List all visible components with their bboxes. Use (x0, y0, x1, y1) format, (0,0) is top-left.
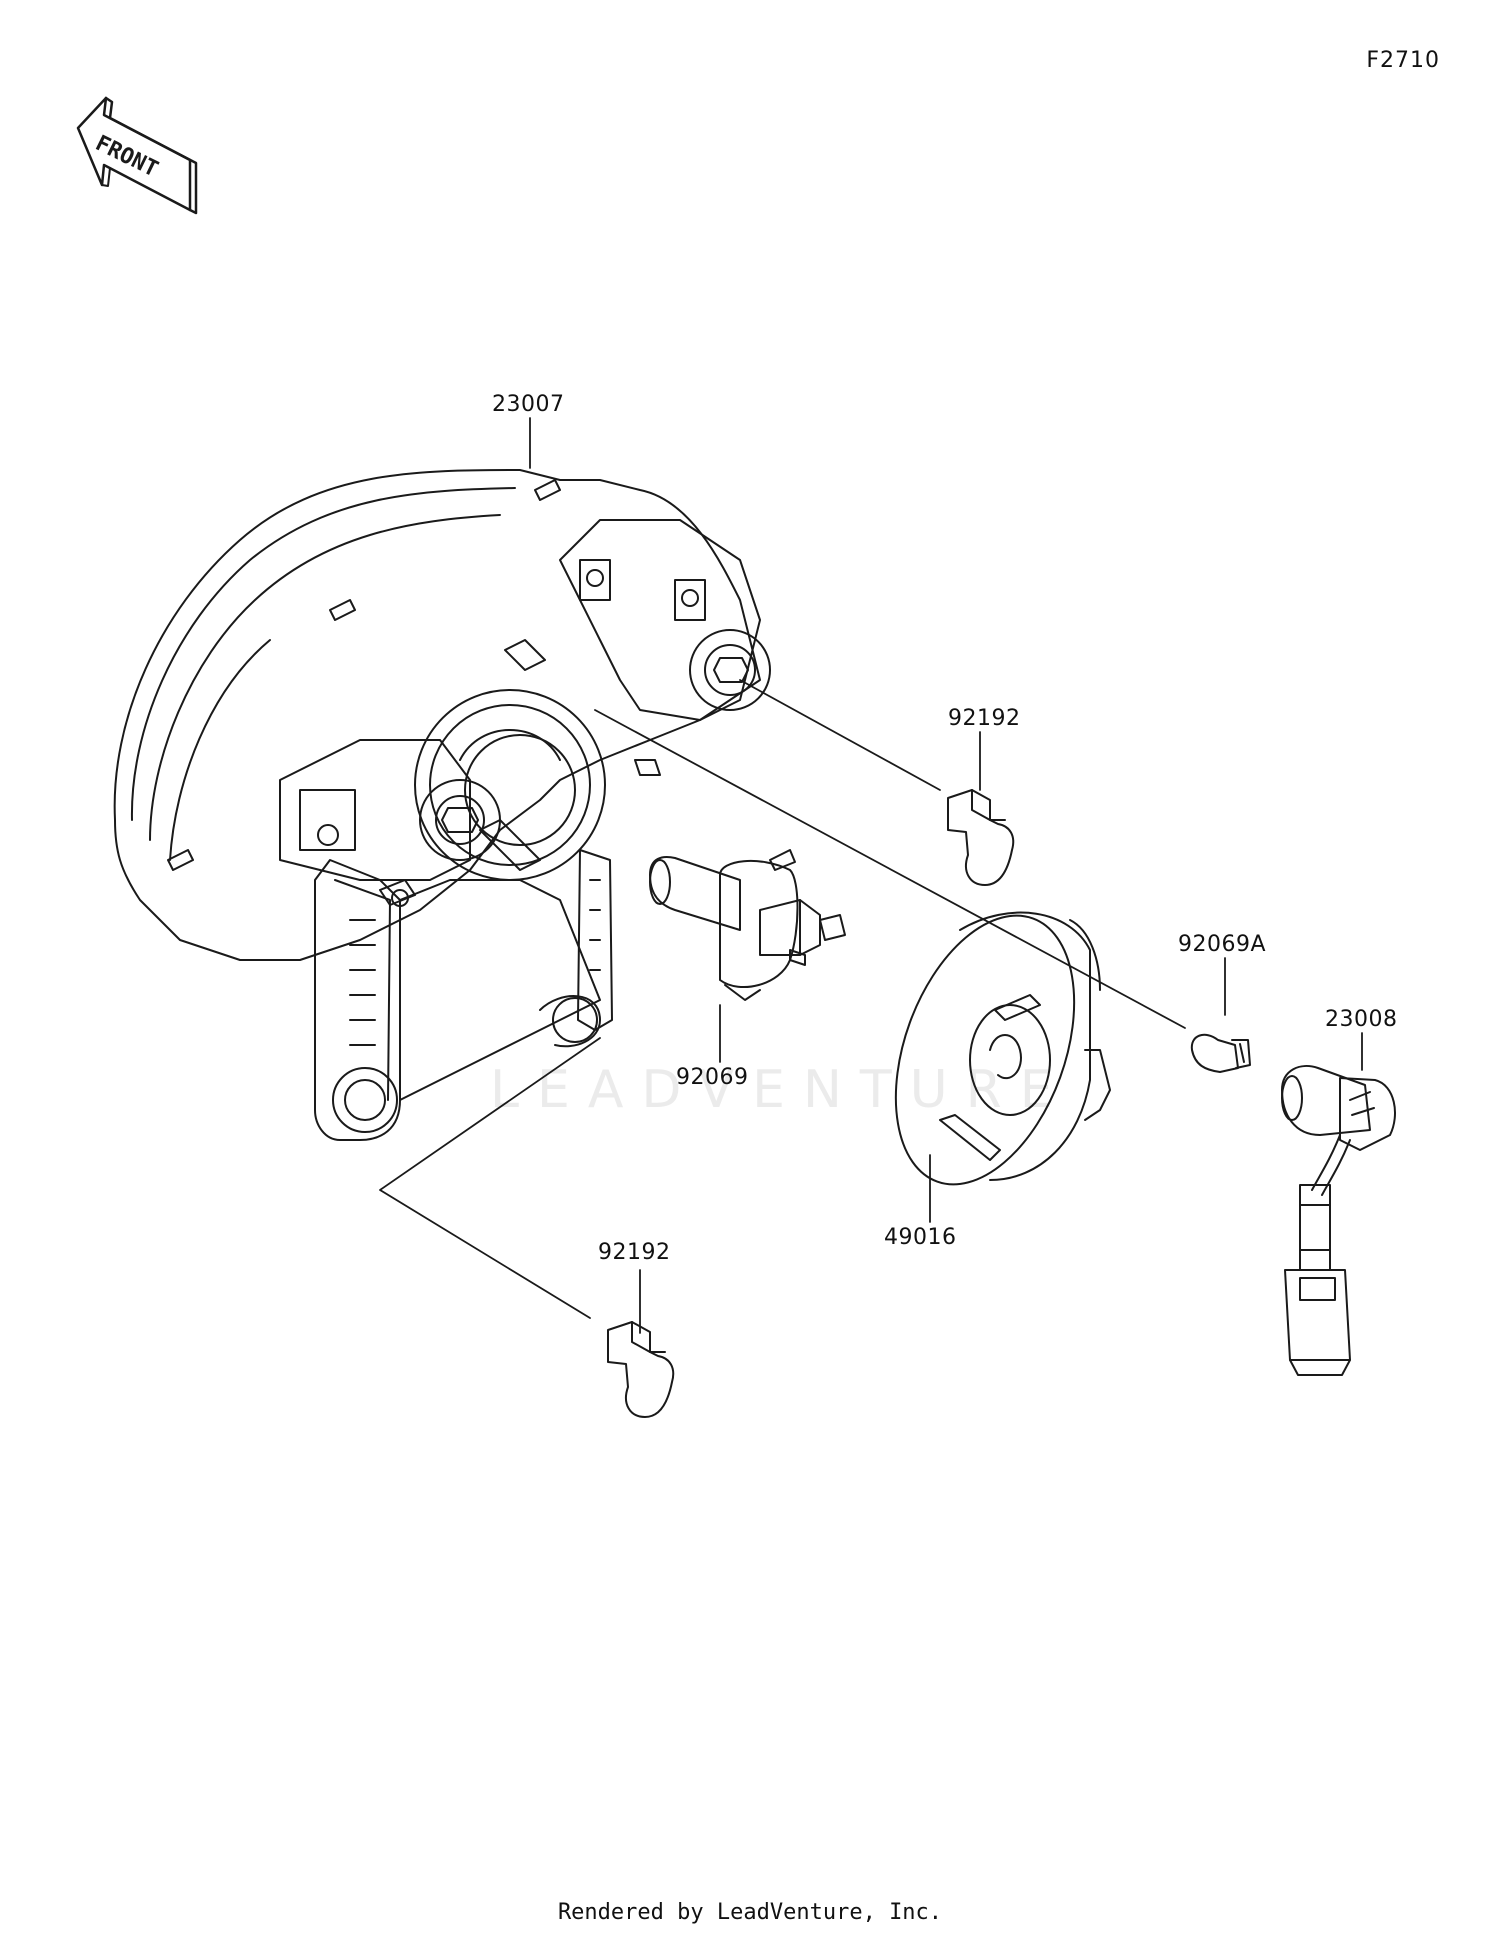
callout-92192-bottom[interactable]: 92192 (598, 1240, 671, 1265)
socket-assembly-drawing (1282, 1066, 1395, 1375)
front-arrow-icon: FRONT (78, 98, 196, 213)
leader-lines (380, 418, 1362, 1333)
position-bulb-drawing (1192, 1035, 1250, 1072)
callout-92069[interactable]: 92069 (676, 1065, 749, 1090)
callout-92192-top[interactable]: 92192 (948, 706, 1021, 731)
headlight-bulb-drawing (650, 850, 845, 1000)
footer-credit: Rendered by LeadVenture, Inc. (557, 1900, 943, 1925)
callout-23007[interactable]: 23007 (492, 392, 565, 417)
callout-23008[interactable]: 23008 (1325, 1007, 1398, 1032)
callout-49016[interactable]: 49016 (884, 1225, 957, 1250)
diagram-reference: F2710 (1366, 48, 1440, 73)
headlight-assembly-drawing (115, 470, 770, 1140)
watermark: LEADVENTURE (490, 1060, 1071, 1120)
rubber-cap-drawing (862, 891, 1110, 1209)
adjuster-top-drawing (948, 790, 1013, 885)
callout-92069A[interactable]: 92069A (1178, 932, 1267, 957)
adjuster-bottom-drawing (608, 1322, 673, 1417)
